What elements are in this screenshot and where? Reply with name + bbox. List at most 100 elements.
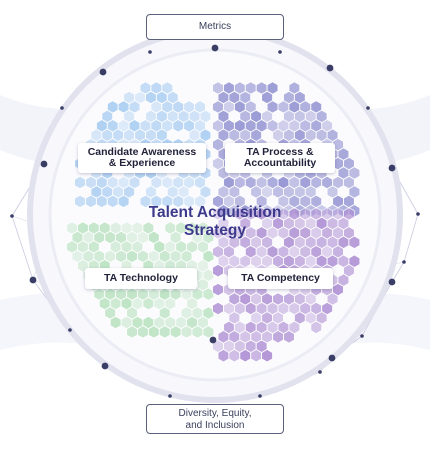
hex-cell [172,194,185,209]
hex-cell [217,216,230,231]
hex-cell [212,207,224,221]
network-node [366,106,370,110]
hex-cell [239,348,252,363]
network-node [29,276,37,284]
network-node [101,362,109,370]
network-node [168,394,172,398]
metrics-pill: Metrics [146,14,284,40]
hex-cell [212,263,224,278]
network-node [148,50,152,54]
network-node [99,68,107,76]
network-node [209,336,217,344]
diagram-title-line2: Strategy [183,222,247,239]
ta-process-line2: Accountability [243,157,317,169]
network-node [40,160,48,168]
hex-cell [183,118,196,133]
ta-competency-label: TA Competency [228,268,333,289]
hex-cell [172,175,185,190]
network-node [388,278,396,286]
hex-cell [180,325,193,339]
hex-cell [266,118,279,133]
hex-cell [158,325,171,339]
hex-cell [272,203,284,218]
hex-cell [126,325,138,339]
hex-cell [212,301,224,316]
hex-cell [255,207,268,221]
hex-cell [191,325,204,339]
ta-process-label: TA Process & Accountability [225,143,335,173]
hex-cell [128,100,141,114]
candidate-awareness-line2: & Experience [108,157,176,169]
hex-cell [250,254,263,269]
hex-cell [197,258,209,273]
hex-cell [348,235,361,250]
hex-cell [150,175,163,190]
metrics-label: Metrics [198,21,232,32]
hex-cell [272,329,284,344]
network-node [326,64,334,72]
dei-pill: Diversity, Equity, and Inclusion [146,404,284,434]
network-edge [391,261,405,283]
hex-cell [283,329,295,344]
hex-cell [74,194,86,209]
hex-cell [228,254,241,269]
hex-cell [183,194,196,209]
hex-cell [202,268,215,283]
hex-cell [217,348,230,363]
network-node [10,214,14,218]
hex-cell [255,194,268,209]
diagram-title-line1: Talent Acquisition [148,204,282,221]
hex-cell [223,244,235,259]
candidate-awareness-label: Candidate Awareness & Experience [78,143,206,173]
hex-cell [202,287,215,301]
hex-cell [202,325,215,339]
hex-cell [244,244,257,259]
hex-cell [228,348,241,363]
hex-cell [142,296,155,311]
network-node [60,106,64,110]
hex-cell [199,109,212,124]
hex-cell [202,306,215,320]
diagram-title: Talent Acquisition Strategy [120,204,310,240]
ta-technology-label: TA Technology [85,268,197,289]
hex-cell [310,320,323,335]
hex-cell [147,325,160,339]
network-node [211,44,219,52]
hex-cell [202,249,215,264]
network-edge [11,215,34,281]
hex-cell [199,185,212,199]
hex-cell [212,282,224,297]
hex-cell [194,194,206,209]
hex-cell [106,194,119,209]
hex-cell [169,325,182,339]
hex-cell [74,175,86,190]
network-node [258,394,262,398]
dei-label-line1: Diversity, Equity, [178,408,252,419]
network-edge [403,213,419,263]
dei-label-line2: and Inclusion [185,420,245,431]
hex-cell [212,226,224,240]
network-node [360,334,364,338]
hex-cell [186,296,198,311]
hex-cell [261,348,274,363]
hex-cell [95,194,108,209]
hex-cell [277,301,290,316]
hex-cell [109,315,122,330]
network-node [388,164,396,172]
hex-cell [172,118,185,133]
hex-cell [137,325,149,339]
network-node [318,370,322,374]
hex-cell [239,254,252,269]
network-node [278,50,282,54]
hex-cell [250,348,263,363]
network-node [328,354,336,362]
candidate-awareness-line1: Candidate Awareness [87,146,197,158]
network-node [416,212,420,216]
network-nodes [10,44,420,398]
network-node [402,260,406,264]
hex-cell [217,203,230,218]
hex-cell [85,194,97,209]
network-node [68,328,72,332]
ta-process-line1: TA Process & [246,146,314,158]
